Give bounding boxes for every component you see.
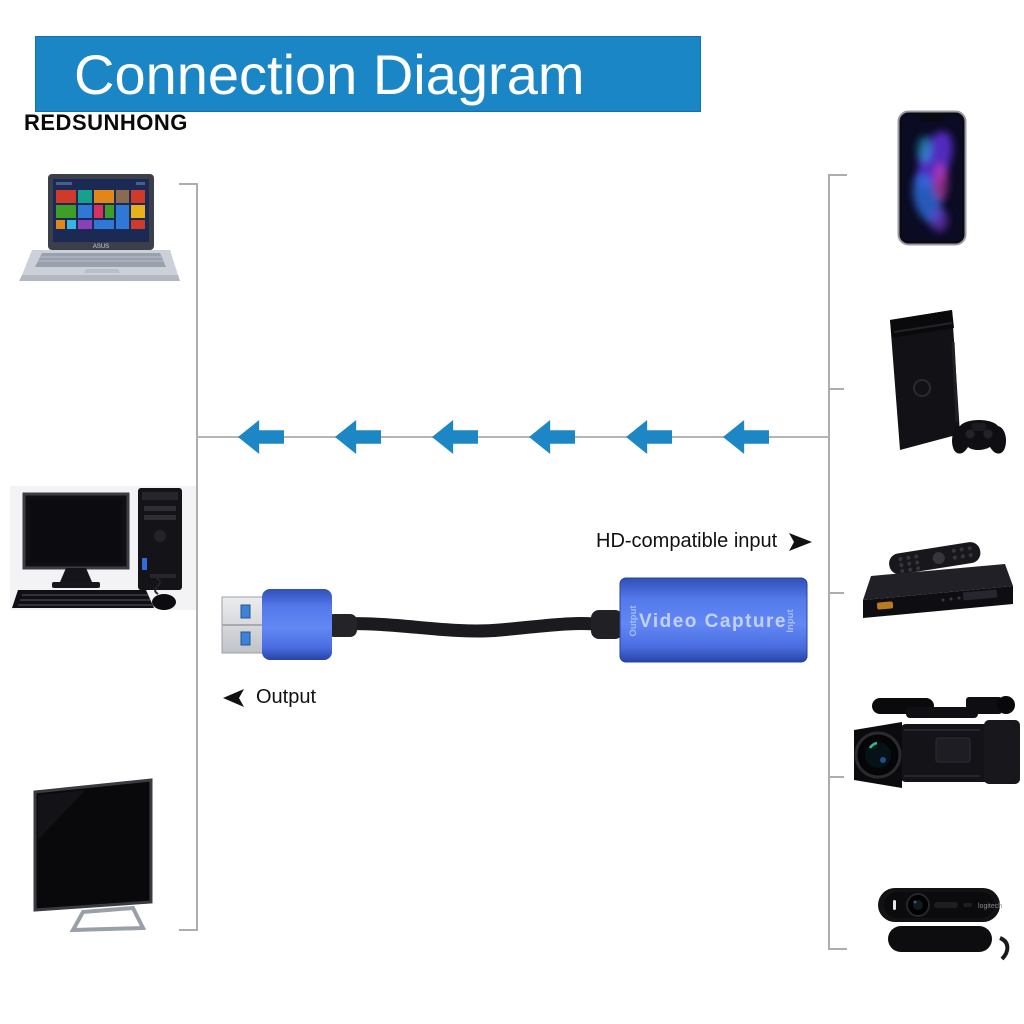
left-arrowhead-icon (223, 688, 244, 707)
left-bracket-bottom-tick (179, 929, 197, 931)
camcorder-lens (854, 722, 902, 788)
cable-strain-relief-right (591, 610, 623, 639)
settop-logo (876, 601, 894, 610)
desktop-computer-image (10, 486, 196, 610)
flow-line (197, 436, 828, 438)
console-logo (913, 379, 931, 397)
set-top-box-image (863, 542, 1013, 618)
camcorder-rear-block (984, 720, 1020, 784)
right-bracket-bottom-tick (828, 948, 847, 950)
settop-display (941, 589, 998, 602)
camcorder-side-panel (935, 737, 971, 763)
laptop-start-screen-tiles (56, 182, 145, 229)
right-arrowhead-icon (789, 532, 813, 551)
usb-pin-bottom (240, 631, 251, 646)
desktop-tower (138, 488, 182, 590)
page-title: Connection Diagram (74, 42, 585, 106)
laptop-front-edge (19, 275, 180, 281)
left-bracket-line (196, 183, 198, 931)
laptop-brand-text: ASUS (93, 244, 109, 250)
game-console-image (890, 310, 1006, 454)
camcorder-image (854, 696, 1020, 788)
right-bracket-tick-camcorder (828, 776, 844, 778)
phone-wallpaper (902, 115, 962, 241)
laptop-keyboard (35, 253, 166, 267)
title-banner: Connection Diagram (35, 36, 701, 112)
right-bracket-tick-console (828, 388, 844, 390)
webcam-indicator (893, 900, 896, 910)
output-label-text: Output (256, 686, 317, 708)
webcam-base-bar (888, 926, 992, 952)
console-body (890, 310, 960, 450)
tv-screen (33, 778, 153, 912)
laptop-image: ASUS (19, 174, 180, 281)
laptop-touchpad (84, 269, 120, 273)
webcam-cable (999, 936, 1010, 961)
desktop-mouse (152, 594, 176, 610)
flow-arrow-left-3 (432, 420, 478, 454)
flow-arrow-left-6 (723, 420, 769, 454)
tv-image (33, 778, 153, 933)
gamepad (952, 420, 1006, 454)
desktop-monitor (22, 492, 130, 588)
phone-notch (919, 113, 945, 122)
output-label: Output (222, 686, 316, 709)
webcam-lens (906, 893, 930, 917)
flow-arrow-left-4 (529, 420, 575, 454)
smartphone-image (897, 110, 967, 246)
tv-stand (69, 905, 147, 933)
usb-plug-housing (262, 589, 332, 660)
capture-box: Video Capture Output Input (619, 577, 808, 663)
usb-pin-top (240, 604, 251, 619)
cable-strain-relief-left (327, 614, 357, 637)
usb-plug (221, 596, 265, 654)
right-bracket-line (828, 174, 830, 950)
video-capture-adapter: Video Capture Output Input (221, 577, 808, 663)
flow-arrow-left-2 (335, 420, 381, 454)
camcorder-handle (906, 707, 978, 718)
hd-input-label: HD-compatible input (596, 530, 813, 553)
brand-logo-text: REDSUNHONG (24, 110, 188, 135)
capture-box-title: Video Capture (639, 611, 787, 632)
flow-arrow-left-1 (238, 420, 284, 454)
right-bracket-top-tick (828, 174, 847, 176)
hd-input-label-text: HD-compatible input (596, 530, 778, 552)
webcam-image: logitech (878, 888, 1010, 961)
camcorder-viewfinder (966, 696, 1015, 714)
settop-top (863, 564, 1013, 600)
left-bracket-top-tick (179, 183, 197, 185)
capture-box-output-port-label: Output (628, 605, 639, 637)
capture-box-input-port-label: Input (785, 609, 796, 633)
right-bracket-tick-settop (828, 592, 844, 594)
remote-control (889, 542, 981, 575)
webcam-brand-text: logitech (978, 903, 1002, 910)
flow-arrow-left-5 (626, 420, 672, 454)
usb-cable (322, 617, 612, 638)
